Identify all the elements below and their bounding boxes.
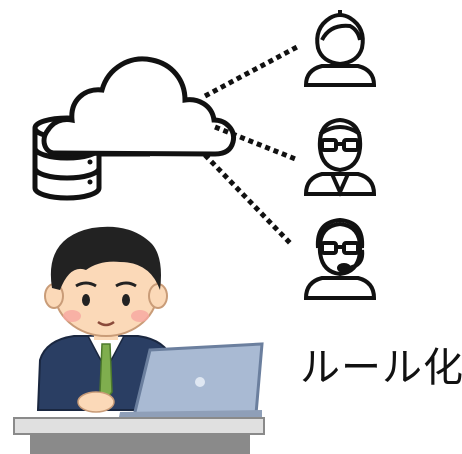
- user-businessman-glasses-icon: [303, 117, 377, 197]
- desk: [13, 417, 265, 454]
- connector-bottom: [203, 153, 292, 245]
- cloud-icon: [41, 56, 237, 157]
- user-woman-icon: [303, 10, 377, 87]
- connector-middle: [214, 124, 299, 163]
- connection-lines: [203, 44, 299, 245]
- caption-text: ルール化: [300, 345, 462, 391]
- user-support-headset-icon: [303, 217, 377, 300]
- connector-top: [203, 44, 299, 99]
